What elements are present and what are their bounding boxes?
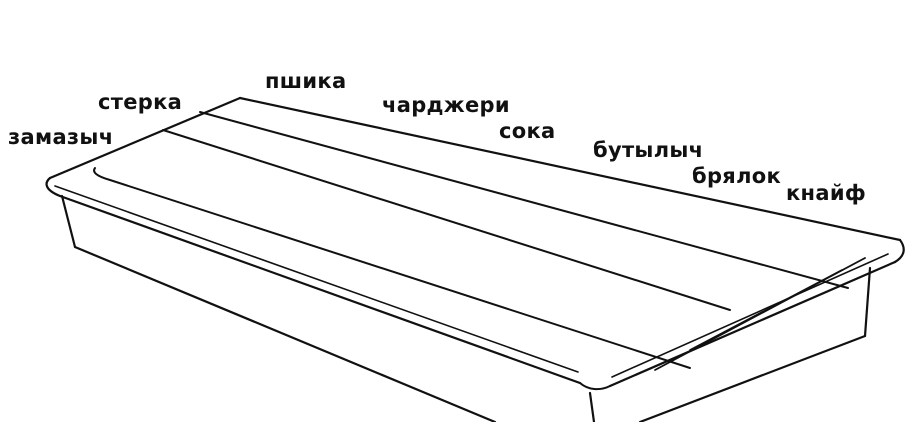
body-front-corner (588, 391, 596, 422)
body-left-edge (60, 194, 77, 249)
body-bottom-right (638, 334, 867, 422)
label-bryalok: брялок (692, 164, 782, 188)
divider-line-2 (162, 129, 731, 311)
body-right-edge (863, 266, 872, 338)
label-butylych: бутылыч (593, 138, 704, 162)
top-left-edge (48, 96, 242, 180)
top-left-corner (45, 176, 62, 198)
label-chardzheri: чарджери (382, 93, 510, 117)
rim-front-inner (54, 185, 579, 373)
divider-line-1 (199, 111, 849, 289)
label-sterka: стерка (98, 90, 183, 114)
rim-right-inner (611, 253, 889, 378)
top-front-corner (579, 382, 611, 391)
label-pshika: пшика (265, 69, 347, 93)
top-back-edge (238, 96, 902, 242)
lid-seam-right-2 (689, 269, 843, 351)
top-right-corner (893, 238, 905, 264)
divider-line-3 (93, 167, 691, 369)
top-right-edge (608, 260, 897, 388)
label-knaif: кнайф (786, 181, 866, 205)
body-bottom-front (73, 245, 497, 422)
label-zamazych: замазыч (8, 125, 114, 149)
top-front-edge (58, 194, 582, 385)
label-soka: сока (499, 119, 556, 143)
